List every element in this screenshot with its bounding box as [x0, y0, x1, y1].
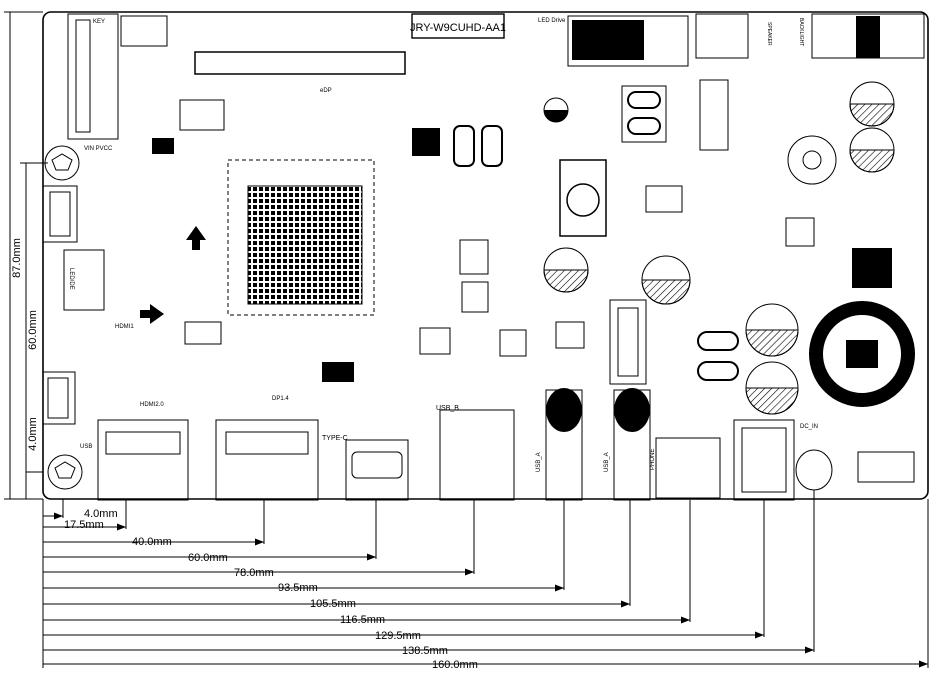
usb-a2-label: USB_A	[604, 452, 610, 472]
arrow-icon	[140, 226, 206, 324]
vin-pvcc-label: VIN PVCC	[84, 146, 113, 152]
vertical-dimensions	[4, 11, 48, 500]
phone-label: PHONE	[650, 449, 656, 470]
lvds-label: LED/DE	[68, 268, 74, 290]
dim-h-60: 60.0mm	[188, 552, 228, 564]
left-components: USB	[42, 145, 105, 490]
dp-label: DP1.4	[272, 396, 289, 402]
ic-blocks	[152, 79, 892, 385]
dim-h-78: 78.0mm	[234, 567, 274, 579]
dim-h-116-5: 116.5mm	[340, 614, 385, 626]
usb-b-label: USB_B	[436, 405, 459, 412]
hdmi2-label: HDMI2.0	[140, 402, 164, 408]
dim-h-40: 40.0mm	[132, 536, 172, 548]
hdmi1-label: HDMI1	[115, 324, 134, 330]
dim-h-129-5: 129.5mm	[375, 630, 421, 642]
top-connectors	[67, 13, 925, 140]
dc-in-label: DC_IN	[800, 424, 818, 430]
type-c-label: TYPE-C	[322, 435, 348, 442]
usb-a1-label: USB_A	[536, 452, 542, 472]
dim-h-17-5: 17.5mm	[64, 519, 104, 531]
led-drive-label: LED Drive	[538, 18, 566, 24]
bga-chip-icon	[227, 159, 375, 316]
dim-v-87: 87.0mm	[11, 238, 23, 278]
dim-h-160: 160.0mm	[432, 659, 478, 671]
dim-h-93-5: 93.5mm	[278, 582, 318, 594]
toroid-inductor-icon	[809, 301, 915, 407]
speaker-label: SPEAKER	[766, 22, 772, 46]
dim-h-138-5: 138.5mm	[402, 645, 448, 657]
dim-h-105-5: 105.5mm	[310, 598, 356, 610]
board-outline	[42, 11, 929, 500]
electrolytic-capacitor-icon	[543, 81, 895, 415]
key-label: KEY	[93, 19, 105, 25]
dim-h-4: 4.0mm	[84, 508, 118, 520]
title-box	[411, 13, 505, 39]
backlight-label: BACKLIGHT	[798, 18, 804, 46]
usb-label: USB	[80, 444, 92, 450]
edp-label: eDP	[320, 88, 332, 94]
dim-v-60: 60.0mm	[27, 310, 39, 350]
horizontal-dimensions	[42, 490, 929, 668]
board-title: JRY-W9CUHD-AA1	[410, 22, 506, 34]
dim-v-4: 4.0mm	[27, 417, 39, 451]
